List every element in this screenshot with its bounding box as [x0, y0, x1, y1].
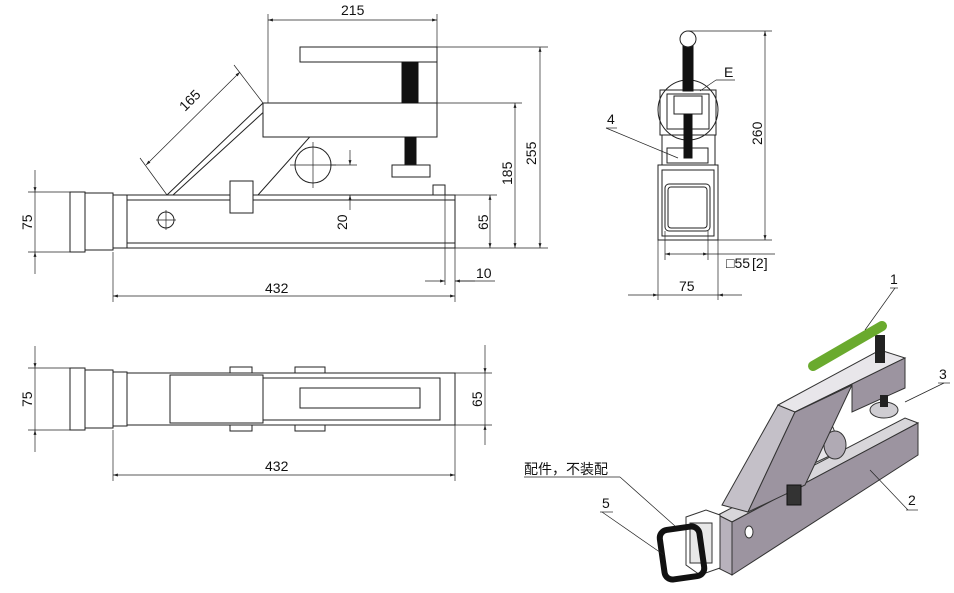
detail-label-e: E [724, 64, 733, 80]
callout-3: 3 [939, 366, 947, 382]
receiver-flange [69, 191, 86, 253]
callout-2: 2 [908, 492, 916, 508]
screw [401, 61, 419, 104]
callout-5: 5 [602, 495, 610, 511]
top-view: 75 65 432 [19, 345, 492, 481]
front-view: E 4 260 □55[2] 75 [605, 30, 775, 300]
dim-75-front: 75 [679, 278, 695, 294]
dim-65: 65 [475, 214, 491, 230]
handle-iso [808, 321, 887, 371]
main-tube [126, 194, 456, 249]
dim-65-top: 65 [469, 391, 485, 407]
clamp-bar [299, 46, 438, 63]
accessory-note: 配件，不装配 [524, 461, 608, 477]
receiver-body [84, 192, 114, 251]
front-screw [682, 45, 694, 92]
dim-432: 432 [265, 280, 289, 296]
dim-260: 260 [749, 121, 765, 145]
ring-iso [656, 523, 708, 583]
screw-iso [875, 335, 885, 363]
callout-1: 1 [890, 271, 898, 287]
iso-view: 1 3 2 5 配件，不装配 [524, 271, 950, 583]
dim-20: 20 [334, 214, 350, 230]
receiver-collar [112, 194, 128, 249]
stop-block [229, 180, 254, 214]
slot [299, 387, 421, 409]
dim-215: 215 [341, 2, 365, 18]
dim-432-top: 432 [265, 458, 289, 474]
dim-255: 255 [523, 141, 539, 165]
dim-75-top: 75 [19, 391, 35, 407]
pad [391, 164, 431, 178]
dim-square-55: □55[2] [726, 255, 768, 271]
top-arm-iso [794, 357, 906, 413]
dim-75: 75 [19, 214, 35, 230]
callout-4: 4 [607, 111, 615, 127]
side-view: 215 165 255 185 65 20 75 432 10 [19, 2, 548, 302]
dim-185: 185 [499, 161, 515, 185]
top-arm [262, 102, 438, 138]
dim-165: 165 [176, 86, 204, 114]
dim-10: 10 [476, 265, 492, 281]
handle-ball [679, 30, 697, 48]
